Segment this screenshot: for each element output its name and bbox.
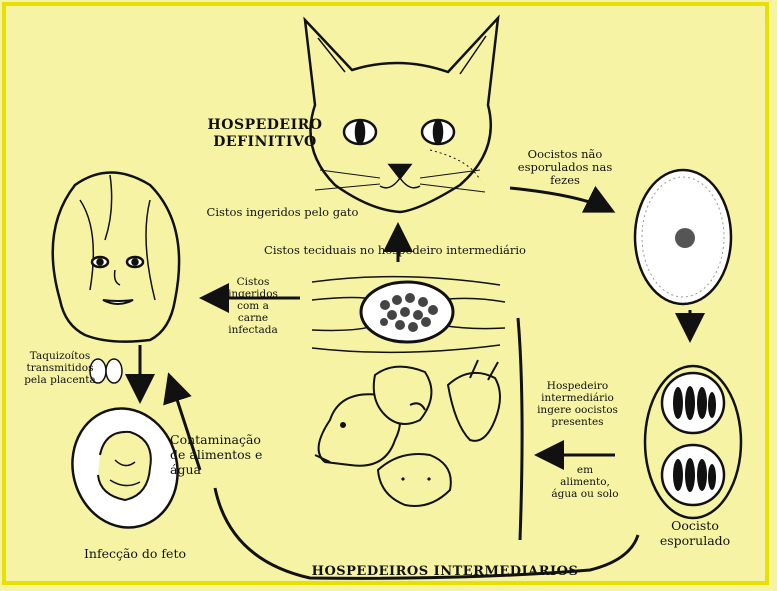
label-cistos-ingeridos-gato: Cistos ingeridos pelo gato bbox=[180, 206, 385, 219]
tissue-cyst-illustration bbox=[312, 277, 505, 353]
label-taquizoitos: Taquizoítos transmitidos pela placenta bbox=[20, 350, 100, 386]
label-oocisto-esporulado: Oocisto esporulado bbox=[650, 518, 740, 548]
label-hospedeiro-definitivo: HOSPEDEIRO DEFINITIVO bbox=[205, 117, 325, 151]
intermediate-host-animals-illustration bbox=[315, 360, 500, 506]
label-infeccao-feto: Infecção do feto bbox=[60, 547, 210, 560]
label-oocistos-nao-esporulados: Oocistos não esporulados nas fezes bbox=[510, 148, 620, 187]
label-hospedeiro-intermediario-ingere: Hospedeiro intermediário ingere oocistos… bbox=[530, 380, 625, 428]
unsporulated-oocyst-illustration bbox=[635, 170, 731, 304]
cat-head-illustration bbox=[305, 18, 498, 212]
label-contaminacao: Contaminação de alimentos e água bbox=[170, 432, 290, 477]
label-cistos-carne-infectada: Cistos ingeridos com a carne infectada bbox=[218, 276, 288, 336]
woman-head-illustration bbox=[53, 173, 179, 342]
sporulated-oocyst-illustration bbox=[645, 366, 741, 518]
label-cistos-teciduais: Cistos teciduais no hospedeiro intermedi… bbox=[250, 244, 540, 257]
label-em-alimento: em alimento, água ou solo bbox=[540, 464, 630, 500]
label-hospedeiros-intermediarios: HOSPEDEIROS INTERMEDIARIOS bbox=[295, 563, 595, 580]
